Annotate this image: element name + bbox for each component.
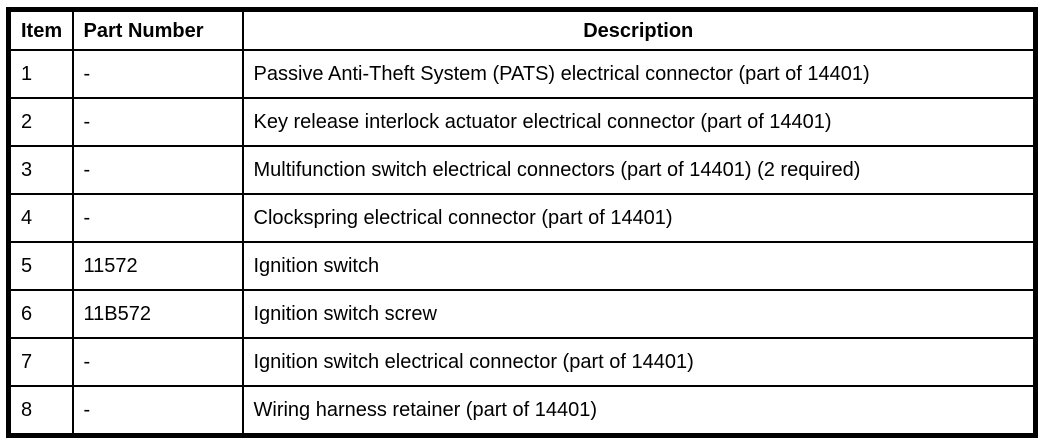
cell-item: 4 xyxy=(7,193,74,243)
cell-part-number: - xyxy=(71,337,244,387)
cell-item: 1 xyxy=(7,49,74,99)
cell-part-number: - xyxy=(71,385,244,437)
table-row: 4 - Clockspring electrical connector (pa… xyxy=(7,193,1037,243)
cell-description: Key release interlock actuator electrica… xyxy=(241,97,1037,147)
cell-part-number: - xyxy=(71,145,244,195)
parts-table: Item Part Number Description 1 - Passive… xyxy=(6,7,1038,438)
cell-item: 7 xyxy=(7,337,74,387)
cell-description: Wiring harness retainer (part of 14401) xyxy=(241,385,1037,437)
column-header-item: Item xyxy=(7,8,74,51)
header-row: Item Part Number Description xyxy=(7,8,1037,51)
cell-description: Ignition switch electrical connector (pa… xyxy=(241,337,1037,387)
cell-description: Multifunction switch electrical connecto… xyxy=(241,145,1037,195)
column-header-description: Description xyxy=(241,8,1037,51)
table-row: 6 11B572 Ignition switch screw xyxy=(7,289,1037,339)
table-row: 5 11572 Ignition switch xyxy=(7,241,1037,291)
cell-description: Passive Anti-Theft System (PATS) electri… xyxy=(241,49,1037,99)
table-row: 1 - Passive Anti-Theft System (PATS) ele… xyxy=(7,49,1037,99)
cell-part-number: - xyxy=(71,97,244,147)
table-row: 8 - Wiring harness retainer (part of 144… xyxy=(7,385,1037,437)
cell-part-number: - xyxy=(71,193,244,243)
cell-description: Ignition switch screw xyxy=(241,289,1037,339)
table-row: 7 - Ignition switch electrical connector… xyxy=(7,337,1037,387)
cell-part-number: 11572 xyxy=(71,241,244,291)
cell-item: 8 xyxy=(7,385,74,437)
cell-item: 3 xyxy=(7,145,74,195)
cell-item: 6 xyxy=(7,289,74,339)
table-row: 3 - Multifunction switch electrical conn… xyxy=(7,145,1037,195)
cell-item: 2 xyxy=(7,97,74,147)
table-row: 2 - Key release interlock actuator elect… xyxy=(7,97,1037,147)
cell-description: Ignition switch xyxy=(241,241,1037,291)
cell-part-number: - xyxy=(71,49,244,99)
cell-item: 5 xyxy=(7,241,74,291)
cell-description: Clockspring electrical connector (part o… xyxy=(241,193,1037,243)
cell-part-number: 11B572 xyxy=(71,289,244,339)
column-header-part-number: Part Number xyxy=(71,8,244,51)
